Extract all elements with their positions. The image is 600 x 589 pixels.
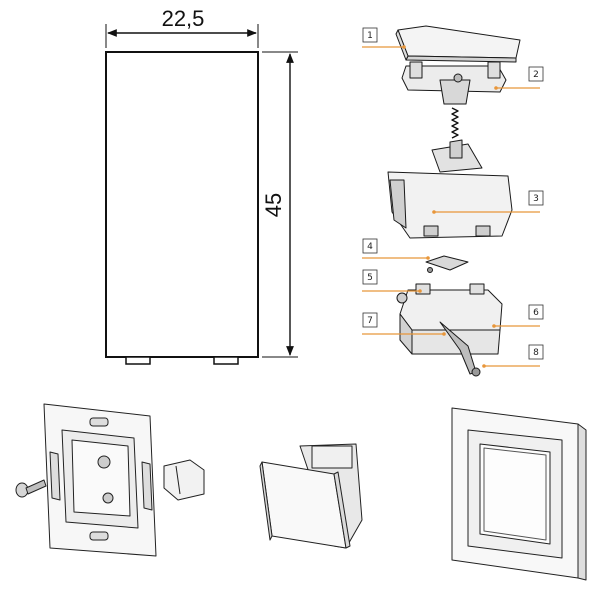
width-dimension-label: 22,5 — [162, 6, 205, 31]
part-terminal-screws — [396, 292, 481, 377]
mounting-frame-illustration — [15, 403, 205, 557]
leader-dot-7 — [442, 332, 446, 336]
frame-screw-left — [15, 479, 47, 498]
part-terminal-block — [399, 283, 503, 355]
part-contact-clip — [425, 255, 469, 273]
part-rocker-key — [395, 25, 521, 63]
height-dimension-label: 45 — [261, 193, 286, 217]
leader-dot-1 — [402, 45, 406, 49]
part-spring — [451, 107, 459, 139]
module-foot-left — [125, 356, 151, 365]
callout-2-label: 2 — [533, 70, 539, 80]
callout-5: 5 — [362, 269, 378, 285]
callout-6-label: 6 — [533, 308, 539, 318]
callout-7-label: 7 — [367, 316, 373, 326]
callout-6: 6 — [528, 304, 544, 320]
callout-4: 4 — [362, 238, 378, 254]
leader-dot-4 — [426, 256, 430, 260]
callout-3: 3 — [528, 190, 544, 206]
exploded-view — [362, 25, 540, 377]
callout-3-label: 3 — [533, 194, 539, 204]
callout-5-label: 5 — [367, 273, 373, 283]
frame-clip-right — [163, 459, 205, 501]
callout-8: 8 — [528, 344, 544, 360]
callout-8-label: 8 — [533, 348, 539, 358]
callout-leaders — [362, 46, 540, 367]
part-housing — [387, 139, 513, 239]
switch-module-illustration — [259, 443, 363, 549]
callout-7: 7 — [362, 312, 378, 328]
callout-4-label: 4 — [367, 242, 373, 252]
cover-frame-illustration — [451, 407, 587, 581]
module-foot-right — [213, 356, 239, 365]
callout-1-label: 1 — [367, 31, 373, 41]
part-mechanism-top — [401, 61, 507, 105]
callout-2: 2 — [528, 66, 544, 82]
leader-dot-8 — [482, 364, 486, 368]
leader-dot-6 — [492, 324, 496, 328]
dimension-drawing: 22,5 45 — [105, 6, 298, 365]
leader-dot-5 — [418, 289, 422, 293]
callout-labels: 1 2 3 4 5 6 7 8 — [362, 27, 544, 360]
callout-1: 1 — [362, 27, 378, 43]
leader-dot-3 — [432, 210, 436, 214]
leader-dot-2 — [494, 86, 498, 90]
module-front-outline — [105, 51, 259, 358]
